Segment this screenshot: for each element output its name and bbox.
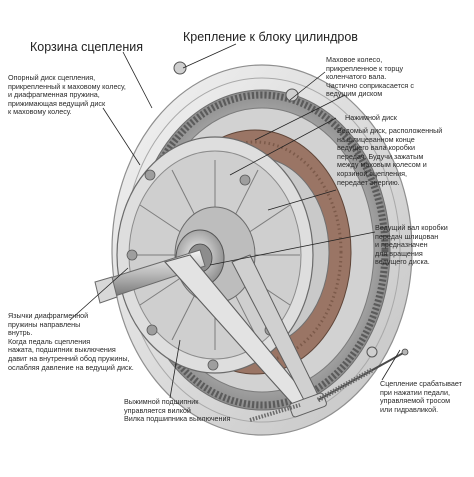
leader-lines [69, 43, 401, 399]
callout-line: на шлицеванном конце [337, 134, 415, 144]
callout-line: ведущего вала коробки [337, 143, 416, 153]
callout-line: между маховым колесом и [337, 160, 427, 170]
cover-bolts [126, 169, 276, 371]
callout-line: Маховое колесо, [326, 55, 383, 64]
callout-line: управляется вилкой [124, 405, 191, 415]
callout-flywheel: Маховое колесо, прикрепленное к торцу ко… [326, 55, 466, 99]
callout-line: к маховому колесу. [8, 107, 72, 117]
callout-line: прикрепленный к маховому колесу, [8, 81, 126, 91]
callout-line: Ведомый диск, расположенный [337, 126, 443, 135]
callout-line: и предназначен [375, 240, 428, 250]
callout-line: передает энергию. [337, 177, 400, 187]
callout-line: прикрепленное к торцу [326, 63, 404, 73]
callout-line: давит на внутренний обод пружины, [8, 353, 130, 363]
callout-pressure-disc: Нажимной диск [345, 113, 465, 123]
callout-line: Нажимной диск [345, 113, 397, 122]
callout-pressure-plate: Опорный диск сцепления, прикрепленный к … [8, 73, 178, 117]
callout-line: Когда педаль сцепления [8, 336, 91, 346]
callout-line: пружины направлены [8, 319, 81, 329]
callout-input-shaft: Ведущий вал коробки передач шлицован и п… [375, 223, 471, 267]
block-mount-bolts [173, 61, 378, 358]
callout-line: внутрь. [8, 328, 33, 338]
callout-line: ведущего диска. [375, 257, 430, 267]
callout-line: управляемой тросом [380, 396, 451, 406]
callout-line: передач шлицован [375, 231, 439, 241]
callout-diaphragm-fingers: Язычки диафрагменной пружины направлены … [8, 311, 148, 372]
callout-line: Выжимной подшипник [124, 397, 199, 406]
callout-line: и диафрагменная пружина, [8, 90, 100, 100]
callout-line: коленчатого вала. [326, 72, 387, 82]
callout-line: при нажатии педали, [380, 387, 450, 397]
callout-line: Язычки диафрагменной [8, 311, 89, 320]
release-fork [163, 254, 327, 418]
callout-line: ведущим диском [326, 89, 383, 99]
callout-line: Сцепление срабатывает [380, 379, 462, 388]
callout-line: Ведущий вал коробки [375, 223, 448, 232]
callout-actuation: Сцепление срабатывает при нажатии педали… [380, 379, 472, 414]
clutch-cable [249, 348, 409, 422]
title-clutch-basket: Корзина сцепления [30, 40, 143, 54]
callout-line: ослабляя давление на ведущий диск. [8, 362, 134, 372]
callout-line: передач. Будучи зажатым [337, 151, 424, 161]
callout-release-bearing: Выжимной подшипник управляется вилкой Ви… [124, 397, 264, 424]
callout-line: Опорный диск сцепления, [8, 73, 96, 82]
callout-line: Вилка подшипника выключения [124, 414, 231, 424]
callout-line: прижимающая ведущий диск [8, 98, 106, 108]
callout-line: Частично соприкасается с [326, 80, 414, 90]
title-block-mount: Крепление к блоку цилиндров [183, 30, 358, 44]
callout-line: для вращения [375, 248, 423, 258]
callout-line: нажата, подшипник выключения [8, 345, 116, 355]
callout-driven-disc: Ведомый диск, расположенный на шлицеванн… [337, 126, 471, 187]
callout-line: корзиной сцепления, [337, 168, 408, 178]
callout-line: или гидравликой. [380, 404, 439, 414]
